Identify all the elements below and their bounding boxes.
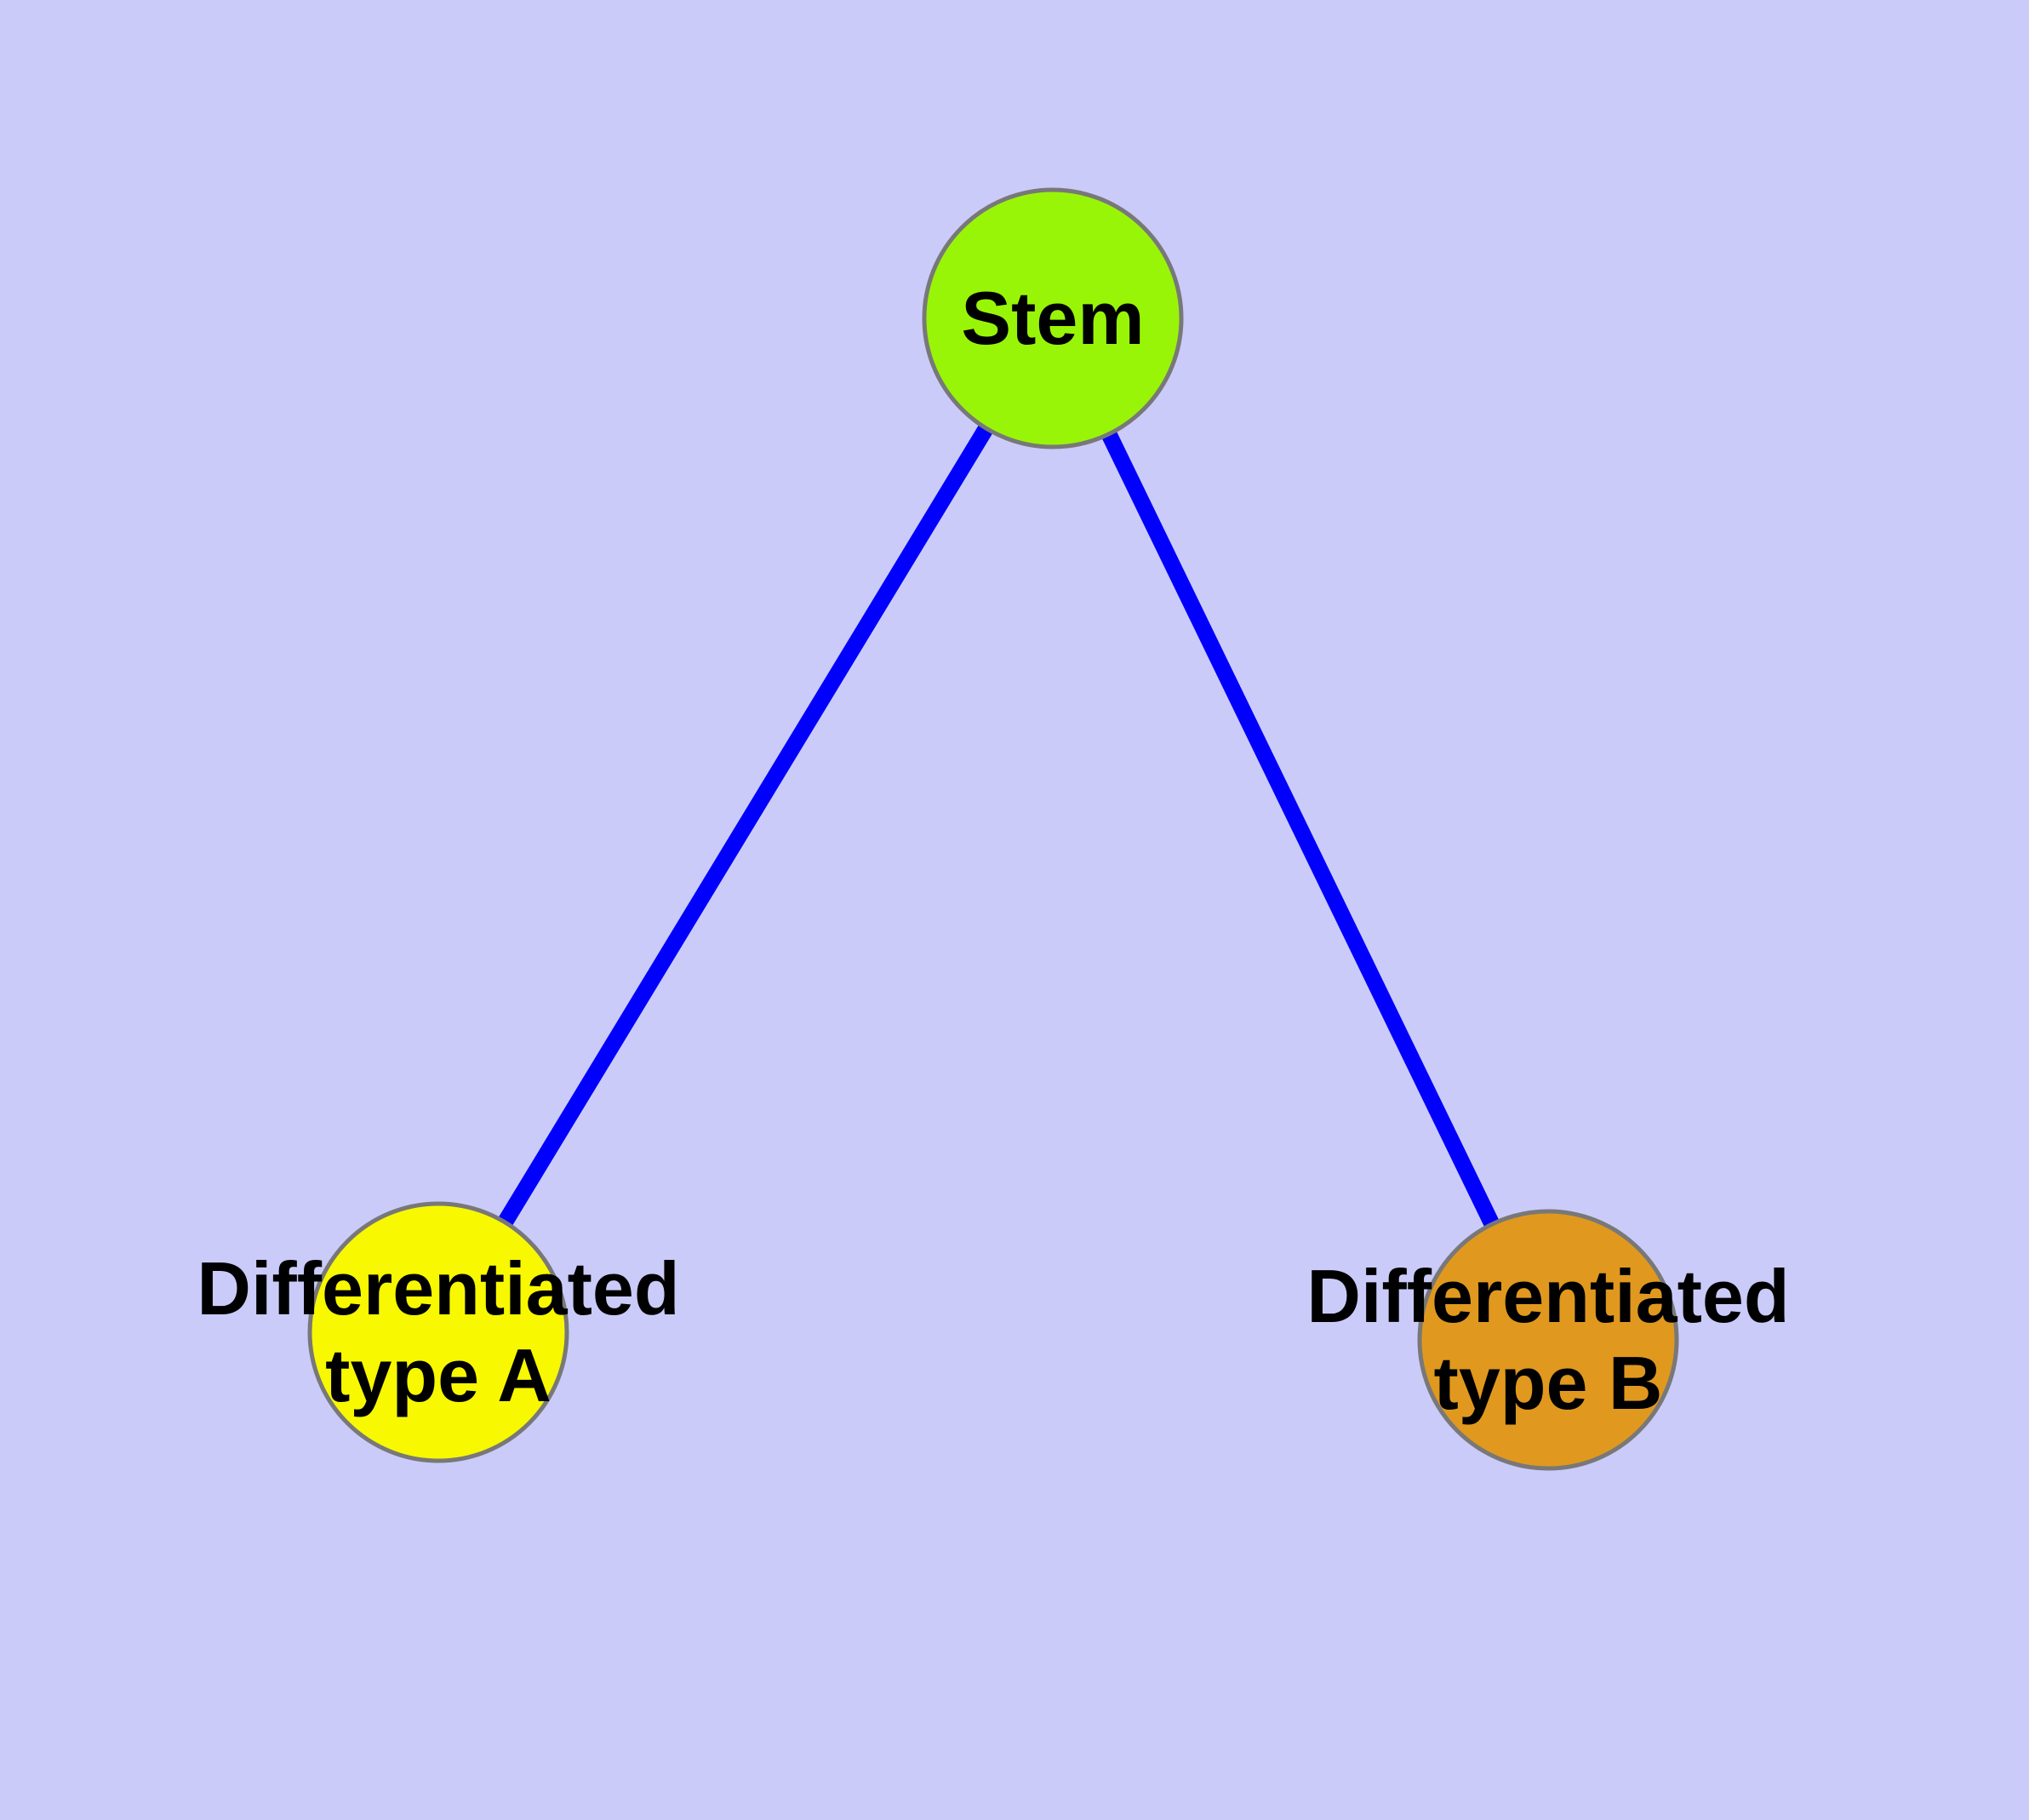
- node-typeB[interactable]: [1417, 1209, 1679, 1471]
- node-typeA[interactable]: [307, 1201, 569, 1463]
- node-stem[interactable]: [922, 187, 1184, 449]
- edges-layer: [431, 314, 1556, 1344]
- edge-stem-to-typeA: [431, 314, 1060, 1336]
- nodes-layer: [307, 187, 1679, 1471]
- edge-stem-to-typeB: [1045, 314, 1556, 1344]
